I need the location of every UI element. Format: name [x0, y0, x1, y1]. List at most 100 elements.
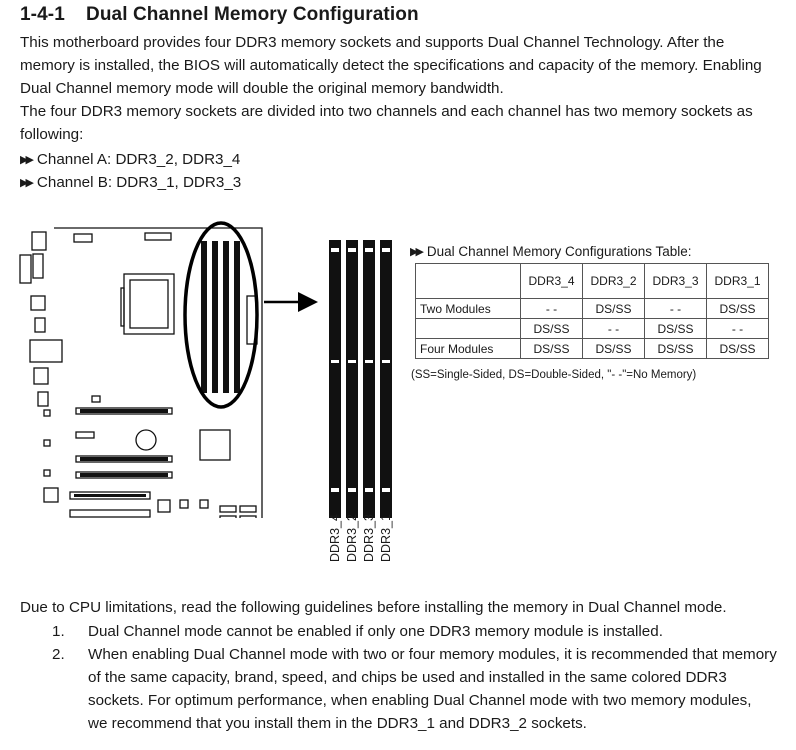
pcie-slot-fill [80, 409, 168, 413]
channel-b-item: ▶▶Channel B: DDR3_1, DDR3_3 [20, 171, 241, 195]
pci-slot [69, 509, 151, 518]
channel-a-item: ▶▶Channel A: DDR3_2, DDR3_4 [20, 148, 240, 172]
guideline-number: 1. [52, 623, 65, 640]
slot-label-ddr3-1: DDR3_1 [379, 514, 393, 562]
table-row: DS/SS - - DS/SS - - [415, 318, 769, 339]
cpu-socket-inner [129, 279, 169, 329]
guideline-item: 1. Dual Channel mode cannot be enabled i… [52, 620, 768, 643]
table-cell: - - [582, 318, 645, 339]
table-row-label: Two Modules [415, 298, 521, 319]
pcie-slot [75, 455, 173, 463]
dimm-slot-large [380, 240, 392, 518]
small-chip [91, 395, 101, 403]
small-chip [43, 409, 51, 417]
table-row-label [415, 318, 521, 339]
double-arrow-right-icon: ▶▶ [20, 154, 34, 166]
guidelines-intro: Due to CPU limitations, read the followi… [20, 599, 727, 616]
dimm-notch [382, 360, 390, 363]
memory-config-table: DDR3_4 DDR3_2 DDR3_3 DDR3_1 Two Modules … [415, 263, 769, 359]
table-column-header: DDR3_4 [520, 263, 583, 299]
dimm-highlight-ellipse [183, 221, 259, 409]
small-chip [43, 469, 51, 477]
guideline-text: Dual Channel mode cannot be enabled if o… [88, 623, 663, 640]
table-cell: - - [706, 318, 769, 339]
table-row: Two Modules - - DS/SS - - DS/SS [415, 298, 769, 319]
sata-port [239, 515, 257, 518]
io-port [34, 317, 46, 333]
dimm-notch [365, 360, 373, 363]
intro-line: following: [20, 126, 84, 143]
small-chip [43, 487, 59, 503]
table-cell: DS/SS [582, 298, 645, 319]
header-connector [73, 233, 93, 243]
slot-label-ddr3-3: DDR3_3 [362, 514, 376, 562]
pci-slot-fill [74, 494, 146, 497]
table-header-row: DDR3_4 DDR3_2 DDR3_3 DDR3_1 [415, 263, 769, 299]
header-connector [144, 232, 172, 241]
dimm-slot-large [346, 240, 358, 518]
table-corner-cell [415, 263, 521, 299]
motherboard-diagram [19, 221, 392, 518]
pci-slot [69, 491, 151, 500]
intro-line: This motherboard provides four DDR3 memo… [20, 34, 725, 51]
board-dimm-slot [201, 241, 207, 393]
board-dimm-slot [223, 241, 229, 393]
double-arrow-right-icon: ▶▶ [20, 177, 34, 189]
board-dimm-slot [234, 241, 240, 393]
dimm-slots-large [329, 240, 392, 518]
dimm-notch [348, 248, 356, 252]
table-cell: DS/SS [706, 338, 769, 359]
dimm-notch [382, 248, 390, 252]
guideline-text: When enabling Dual Channel mode with two… [88, 646, 777, 732]
dimm-notch [331, 248, 339, 252]
table-title: ▶▶Dual Channel Memory Configurations Tab… [410, 244, 692, 259]
table-column-header: DDR3_3 [644, 263, 707, 299]
cmos-battery [135, 429, 157, 451]
table-row-label: Four Modules [415, 338, 521, 359]
section-number: 1-4-1 [20, 4, 65, 25]
io-port [32, 253, 44, 279]
small-chip [43, 439, 51, 447]
cpu-socket [123, 273, 175, 335]
board-dimm-slot [212, 241, 218, 393]
dimm-notch [331, 360, 339, 363]
table-cell: DS/SS [644, 338, 707, 359]
pcie-slot-fill [80, 457, 168, 461]
table-column-header: DDR3_2 [582, 263, 645, 299]
slot-label-ddr3-2: DDR3_2 [345, 514, 359, 562]
table-note: (SS=Single-Sided, DS=Double-Sided, "- -"… [411, 369, 697, 381]
table-row: Four Modules DS/SS DS/SS DS/SS DS/SS [415, 338, 769, 359]
intro-paragraph: This motherboard provides four DDR3 memo… [20, 31, 776, 146]
pcie-slot [75, 407, 173, 415]
sata-port [219, 515, 237, 518]
section-title: Dual Channel Memory Configuration [86, 4, 419, 25]
dimm-notch [348, 488, 356, 492]
pcie-slot [75, 431, 95, 439]
small-chip [157, 499, 171, 513]
section-heading: 1-4-1 Dual Channel Memory Configuration [20, 4, 419, 26]
pointer-arrowhead [298, 292, 318, 312]
cpu-lever [120, 287, 125, 327]
io-port [33, 367, 49, 385]
dimm-notch [331, 488, 339, 492]
table-cell: DS/SS [582, 338, 645, 359]
table-cell: - - [520, 298, 583, 319]
dimm-notch [348, 360, 356, 363]
board-outline [54, 227, 263, 518]
sata-port [239, 505, 257, 513]
slot-label-ddr3-4: DDR3_4 [328, 514, 342, 562]
guideline-number: 2. [52, 646, 65, 663]
guideline-item: 2. When enabling Dual Channel mode with … [52, 643, 777, 735]
double-arrow-right-icon: ▶▶ [410, 246, 424, 258]
dimm-notch [382, 488, 390, 492]
chipset [199, 429, 231, 461]
io-port [29, 339, 63, 363]
dimm-slot-large [363, 240, 375, 518]
channel-b-text: Channel B: DDR3_1, DDR3_3 [36, 174, 242, 191]
table-cell: DS/SS [644, 318, 707, 339]
dimm-slot-large [329, 240, 341, 518]
table-cell: DS/SS [706, 298, 769, 319]
sata-port [219, 505, 237, 513]
table-cell: DS/SS [520, 338, 583, 359]
dimm-notch [365, 488, 373, 492]
